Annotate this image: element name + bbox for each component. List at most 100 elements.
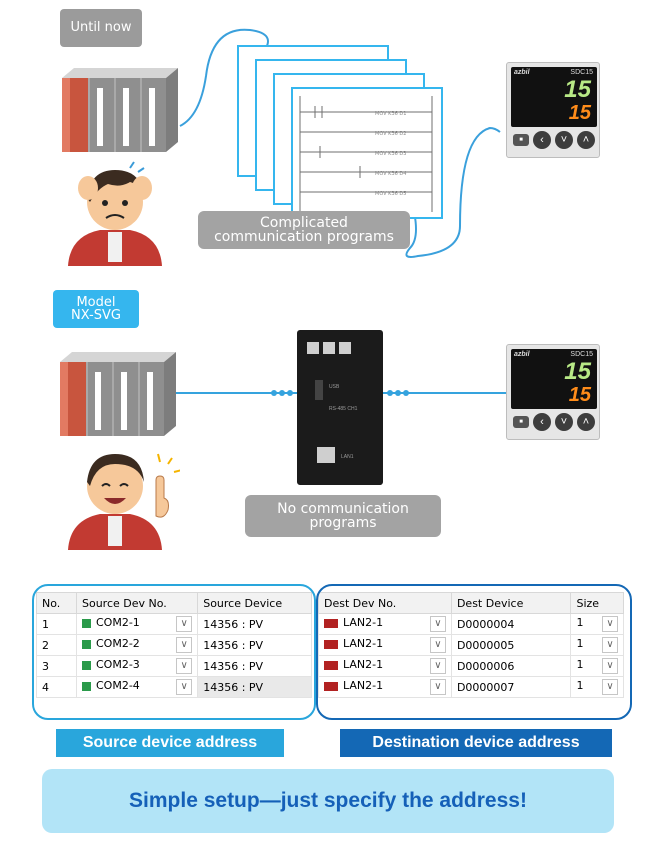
source-dev-value: COM2-2 bbox=[96, 637, 140, 650]
source-address-label: Source device address bbox=[56, 729, 284, 757]
dest-highlight-outline bbox=[316, 584, 632, 720]
chevron-down-icon[interactable]: ∨ bbox=[602, 637, 618, 653]
complicated-programs-caption: Complicated communication programs bbox=[198, 211, 410, 249]
lan-port-icon bbox=[324, 618, 338, 628]
controller-keys: ■ ‹ ˅ ˄ bbox=[511, 129, 597, 151]
display-key-icon: ■ bbox=[513, 416, 529, 428]
caption-line-2: communication programs bbox=[214, 229, 394, 245]
col-dest-device: Dest Device bbox=[450, 592, 572, 614]
source-table: No. Source Dev No. Source Device 1 COM2-… bbox=[36, 592, 312, 698]
source-address-text: Source device address bbox=[82, 734, 258, 751]
com-port-icon bbox=[82, 660, 91, 670]
destination-address-text: Destination device address bbox=[372, 734, 580, 751]
connection-lines bbox=[176, 390, 506, 396]
controller-pv: 15 bbox=[564, 76, 591, 103]
usb-port bbox=[315, 380, 323, 400]
stressed-engineer-illustration bbox=[60, 158, 170, 266]
chevron-down-icon[interactable]: ∨ bbox=[602, 679, 618, 695]
chevron-down-icon[interactable]: ∨ bbox=[602, 616, 618, 632]
controller-display: azbil SDC15 15 15 bbox=[511, 349, 597, 409]
dest-dev-select[interactable]: LAN2-1∨ bbox=[318, 676, 452, 698]
com-port-icon bbox=[82, 639, 91, 649]
left-arrow-icon: ‹ bbox=[533, 131, 551, 149]
plc-rack-icon bbox=[62, 68, 178, 152]
tagline-text: Simple setup—just specify the address! bbox=[129, 789, 527, 812]
chevron-down-icon[interactable]: ∨ bbox=[176, 679, 193, 695]
controller-brand: azbil bbox=[514, 351, 530, 358]
program-sheets-diagram: MOV K36 D1 MOV K36 D2 MOV K36 D3 MOV K36… bbox=[179, 28, 501, 258]
table-row: 4 COM2-4∨ 14356 : PV bbox=[36, 676, 312, 698]
lan-port-icon bbox=[324, 639, 338, 649]
happy-engineer-illustration bbox=[60, 442, 183, 550]
chevron-down-icon[interactable]: ∨ bbox=[176, 658, 193, 674]
no-programs-caption: No communication programs bbox=[245, 495, 441, 537]
controller-sv: 15 bbox=[568, 102, 591, 124]
caption-line-1: No communication bbox=[277, 501, 409, 517]
controller-keys: ■ ‹ ˅ ˄ bbox=[511, 411, 597, 433]
chevron-down-icon[interactable]: ∨ bbox=[176, 637, 193, 653]
chevron-down-icon[interactable]: ∨ bbox=[602, 658, 618, 674]
col-size: Size bbox=[570, 592, 624, 614]
dest-table: Dest Dev No. Dest Device Size LAN2-1∨ D0… bbox=[318, 592, 624, 698]
lan-port bbox=[317, 447, 335, 463]
chevron-down-icon[interactable]: ∨ bbox=[429, 658, 446, 674]
caption-line-1: Complicated bbox=[260, 215, 348, 231]
size-value: 1 bbox=[576, 679, 584, 692]
table-row: LAN2-1 ∨ D0000006 1 ∨ bbox=[318, 655, 624, 677]
dest-dev-value: LAN2-1 bbox=[343, 616, 384, 629]
source-dev-select[interactable]: COM2-4 ∨ bbox=[75, 676, 199, 698]
chevron-down-icon[interactable]: ∨ bbox=[429, 637, 446, 653]
left-arrow-icon: ‹ bbox=[533, 413, 551, 431]
device-top-connectors bbox=[307, 342, 351, 356]
controller-display: azbil SDC15 15 15 bbox=[511, 67, 597, 127]
down-arrow-icon: ˅ bbox=[555, 413, 573, 431]
plc-rack-top bbox=[62, 68, 178, 152]
svg-text:MOV K36 D5: MOV K36 D5 bbox=[375, 191, 406, 197]
controller-sv: 15 bbox=[568, 384, 591, 406]
col-dest-dev-no: Dest Dev No. bbox=[318, 592, 452, 614]
chevron-down-icon[interactable]: ∨ bbox=[429, 616, 446, 632]
controller-model: SDC15 bbox=[570, 69, 593, 76]
source-dev-value: COM2-4 bbox=[96, 679, 140, 692]
table-row: 1 COM2-1∨ 14356 : PV bbox=[36, 613, 312, 635]
col-source-device: Source Device bbox=[197, 592, 312, 614]
model-tag-line-2: NX-SVG bbox=[71, 308, 121, 323]
chevron-down-icon[interactable]: ∨ bbox=[429, 679, 446, 695]
plc-rack-icon bbox=[60, 352, 176, 436]
dest-device-cell[interactable]: D0000004 bbox=[450, 613, 572, 635]
dest-device-cell[interactable]: D0000007 bbox=[450, 676, 572, 698]
caption-line-2: programs bbox=[309, 515, 377, 531]
dest-dev-select[interactable]: LAN2-1∨ bbox=[318, 634, 452, 656]
table-row: LAN2-1∨ D0000005 1 ∨ bbox=[318, 634, 624, 656]
temperature-controller-bottom: azbil SDC15 15 15 ■ ‹ ˅ ˄ bbox=[506, 344, 600, 440]
com-port-icon bbox=[82, 681, 91, 691]
dest-device-cell[interactable]: D0000006 bbox=[450, 655, 572, 677]
source-dev-value: COM2-3 bbox=[96, 658, 140, 671]
chevron-down-icon[interactable]: ∨ bbox=[176, 616, 193, 632]
nx-svg-device: USB RS-485 CH1 LAN1 bbox=[297, 330, 383, 485]
table-row: LAN2-1∨ D0000007 1∨ bbox=[318, 676, 624, 698]
svg-text:MOV K36 D2: MOV K36 D2 bbox=[375, 131, 406, 137]
dest-device-cell[interactable]: D0000005 bbox=[450, 634, 572, 656]
until-now-tag: Until now bbox=[60, 9, 142, 47]
source-highlight-outline bbox=[32, 584, 316, 720]
lan-port-icon bbox=[324, 681, 338, 691]
source-device-cell[interactable]: 14356 : PV bbox=[197, 676, 312, 698]
svg-text:MOV K36 D3: MOV K36 D3 bbox=[375, 151, 406, 157]
usb-label: USB bbox=[329, 384, 340, 390]
up-arrow-icon: ˄ bbox=[577, 131, 595, 149]
source-dev-select[interactable]: COM2-3 ∨ bbox=[75, 655, 199, 677]
dest-dev-value: LAN2-1 bbox=[343, 658, 384, 671]
size-select[interactable]: 1∨ bbox=[570, 676, 624, 698]
controller-brand: azbil bbox=[514, 69, 530, 76]
source-dev-value: COM2-1 bbox=[96, 616, 140, 629]
rs485-label: RS-485 CH1 bbox=[329, 406, 358, 412]
size-value: 1 bbox=[576, 658, 584, 671]
model-tag-line-1: Model bbox=[76, 295, 116, 310]
size-value: 1 bbox=[576, 637, 584, 650]
plc-rack-bottom bbox=[60, 352, 176, 436]
size-value: 1 bbox=[576, 616, 584, 629]
temperature-controller-top: azbil SDC15 15 15 ■ ‹ ˅ ˄ bbox=[506, 62, 600, 158]
source-dev-select[interactable]: COM2-1 ∨ bbox=[75, 613, 199, 635]
tagline-banner: Simple setup—just specify the address! bbox=[42, 769, 614, 833]
